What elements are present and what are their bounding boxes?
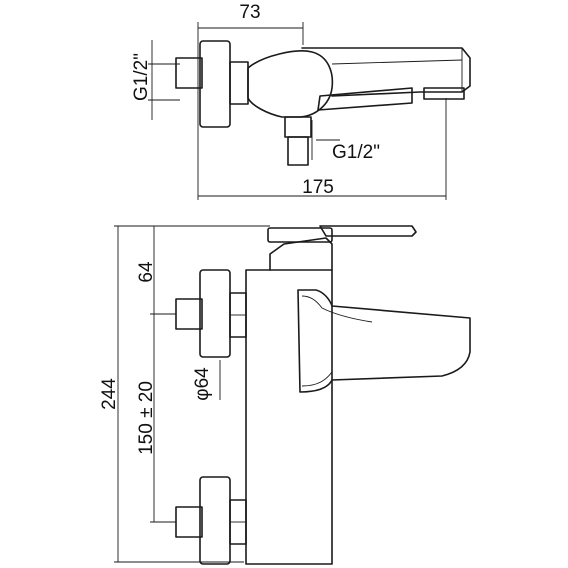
dim-top-width-label: 73 <box>239 2 260 23</box>
front-lever <box>267 227 333 243</box>
front-view: 244 64 150 ± 20 φ64 <box>99 225 471 565</box>
top-outlet-stub <box>287 136 309 166</box>
lower-inlet-stub <box>175 506 203 538</box>
dim-outlet-thread-label: G1/2" <box>332 142 380 163</box>
upper-rosette <box>199 269 231 358</box>
front-cartridge <box>269 237 333 271</box>
dim-rosette-diameter-label: φ64 <box>192 367 213 401</box>
dim-top-offset-label: 64 <box>136 261 157 283</box>
dim-overall-length-label: 175 <box>302 177 334 198</box>
front-spout <box>297 289 471 393</box>
upper-inlet-stub <box>175 298 203 330</box>
top-mixer-body <box>247 50 334 118</box>
top-view: 73 G1/2" G1/2" 175 <box>131 2 471 200</box>
lower-rosette <box>199 476 231 565</box>
top-rosette <box>199 40 231 128</box>
dim-centres-label: 150 ± 20 <box>136 381 157 455</box>
top-nut <box>229 61 249 105</box>
dim-inlet-thread-label: G1/2" <box>131 53 152 101</box>
front-mixer-body <box>245 269 333 565</box>
top-spout <box>317 87 413 111</box>
front-view-dimension-lines <box>114 225 270 563</box>
top-inlet-stub <box>175 57 203 89</box>
dim-total-height-label: 244 <box>99 378 120 410</box>
top-view-dimension-lines <box>148 22 447 200</box>
front-lever-handle <box>319 225 417 237</box>
top-aerator <box>423 87 465 100</box>
top-outlet-nut <box>284 116 312 138</box>
